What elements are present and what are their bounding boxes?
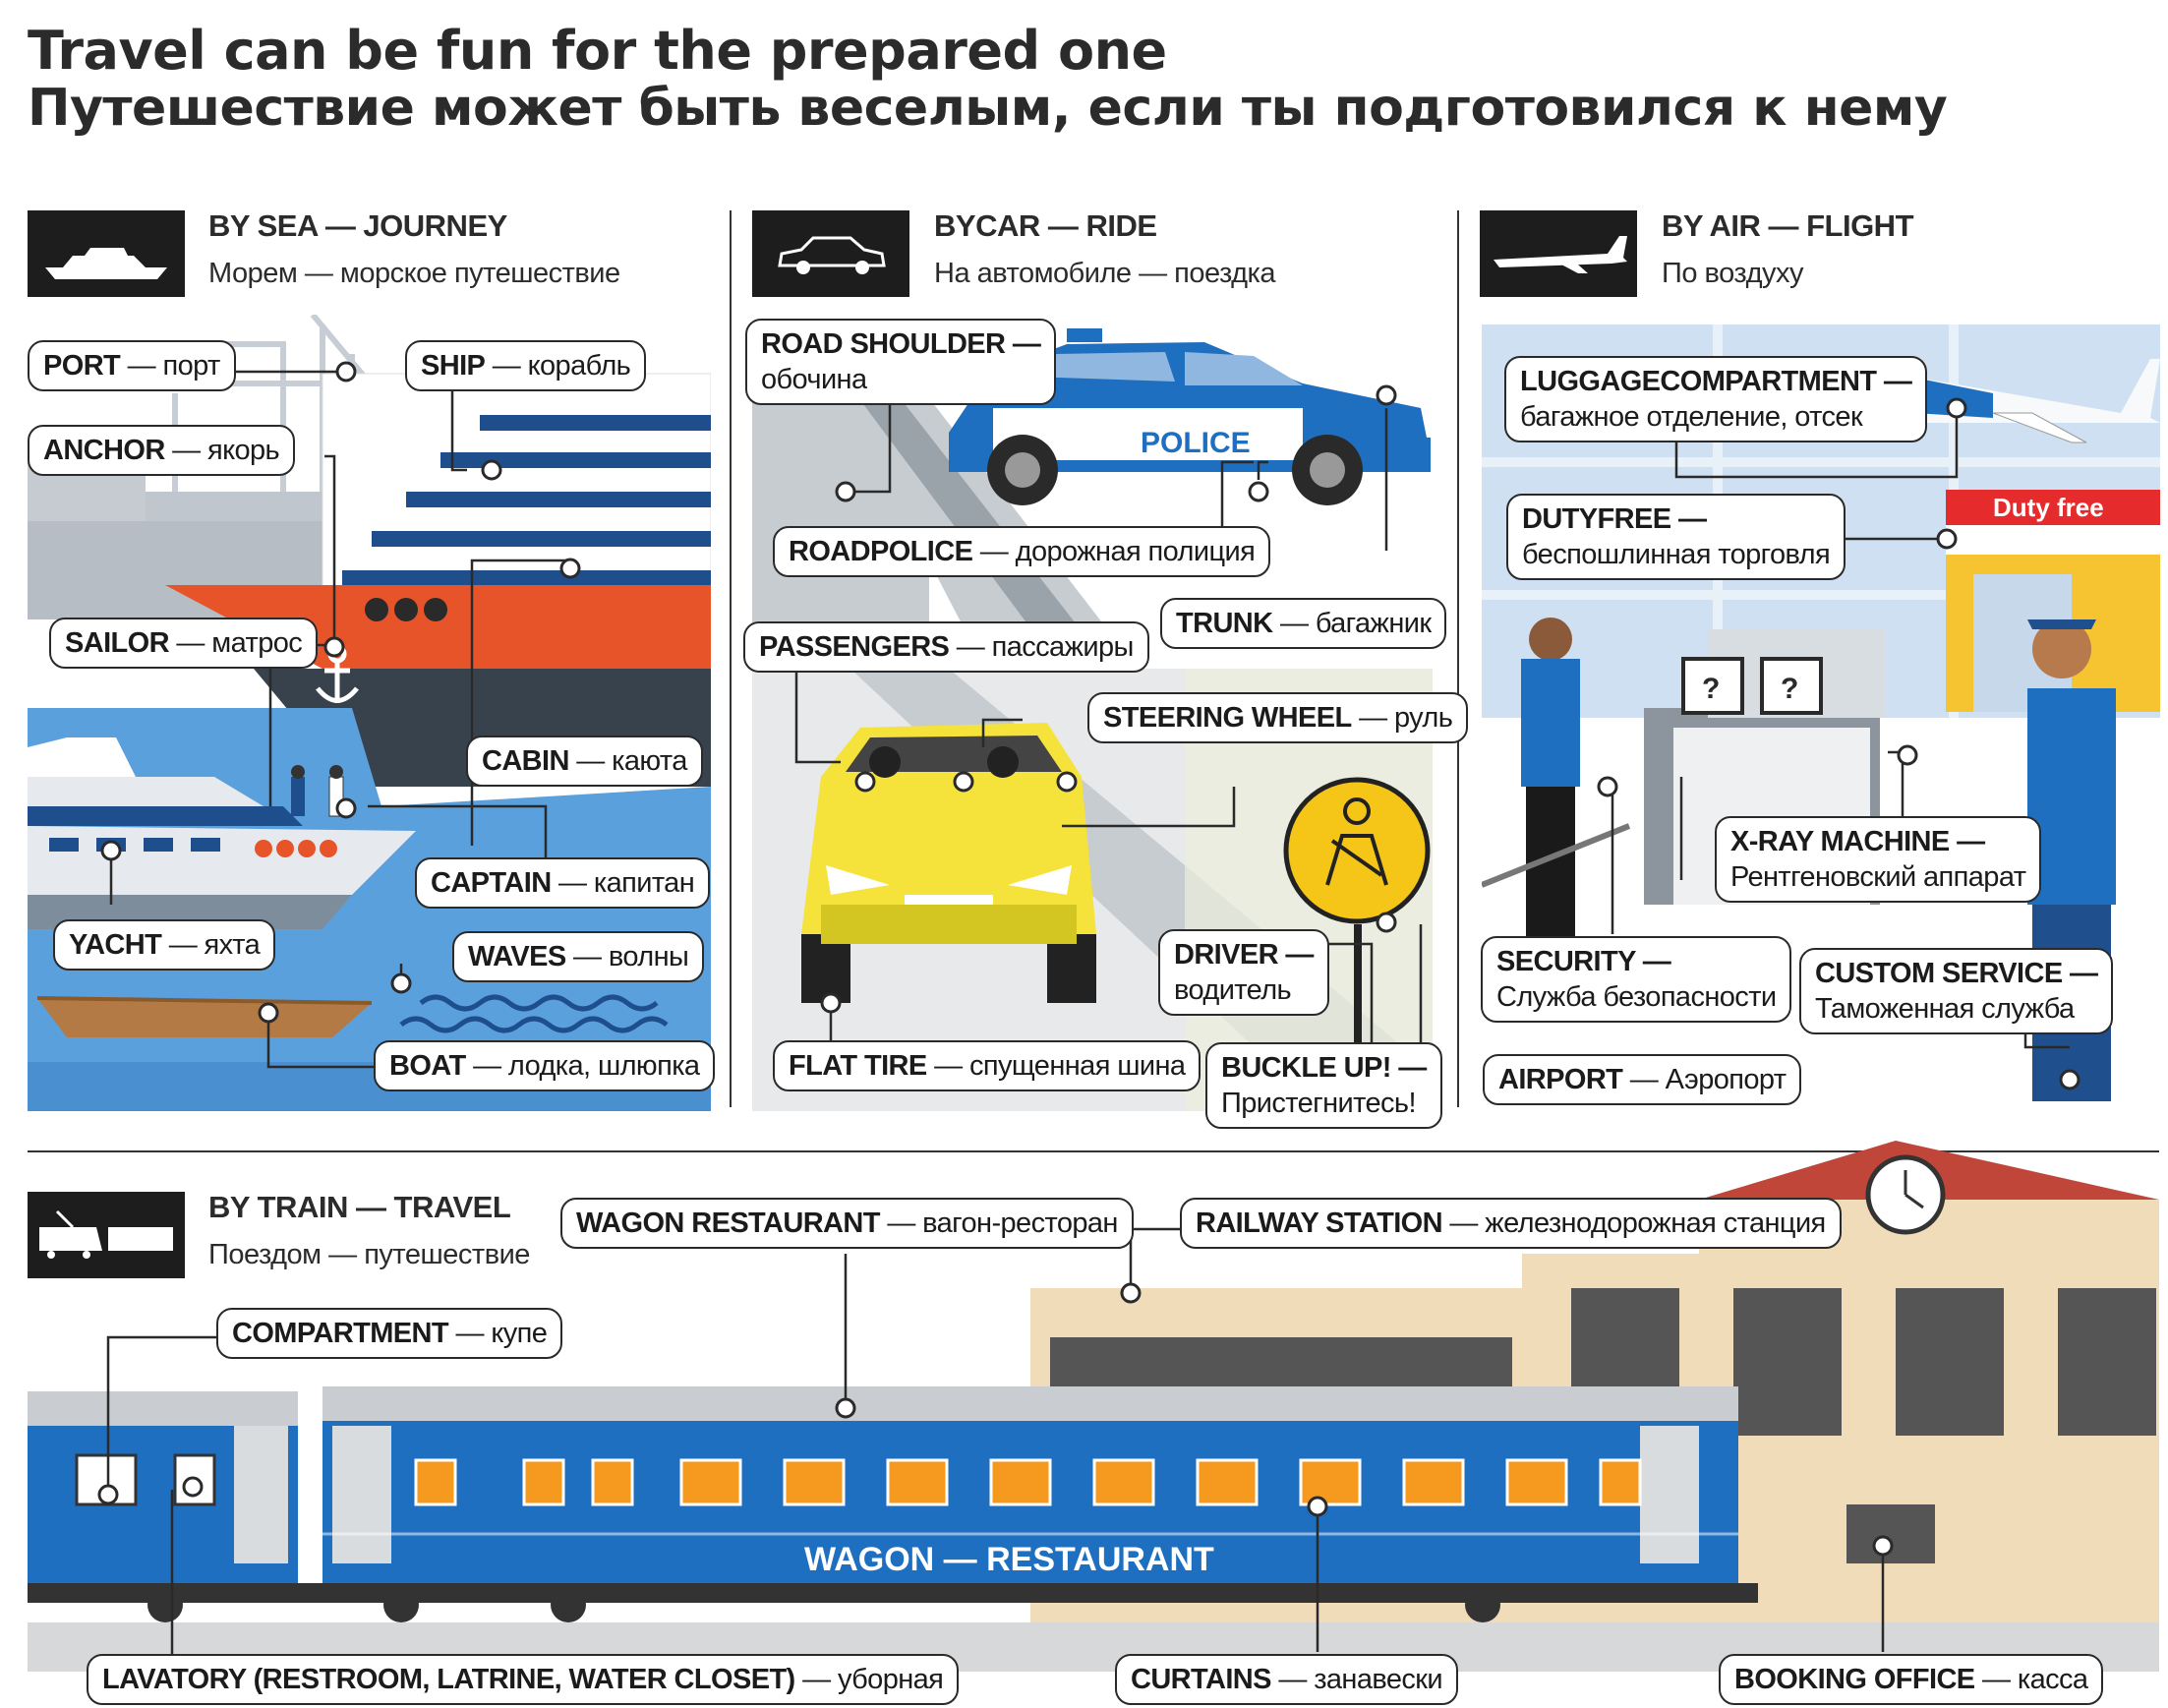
title-en: Travel can be fun for the prepared one: [28, 20, 1167, 82]
dutyfree-sign: Duty free: [1993, 493, 2104, 522]
label-flat-tire: FLAT TIRE — спущенная шина: [773, 1040, 1201, 1091]
divider-car-air: [1457, 210, 1459, 1107]
label-ship: SHIP — корабль: [405, 340, 647, 391]
train-section-icon: [28, 1192, 185, 1278]
label-cabin: CABIN — каюта: [466, 736, 703, 787]
svg-text:?: ?: [1781, 673, 1798, 705]
car-section-icon: [752, 210, 909, 297]
label-luggage-compartment: LUGGAGECOMPARTMENT —багажное отделение, …: [1504, 356, 1928, 442]
title-ru: Путешествие может быть веселым, если ты …: [28, 79, 1948, 138]
sea-section-subtitle: Морем — морское путешествие: [208, 258, 620, 289]
train-section-title: BY TRAIN — TRAVEL: [208, 1190, 511, 1224]
sea-section-title: BY SEA — JOURNEY: [208, 208, 507, 243]
plane-icon: [1494, 236, 1627, 273]
custom-officer: [2027, 619, 2116, 1101]
label-railway-station: RAILWAY STATION — железнодорожная станци…: [1180, 1198, 1842, 1249]
yellow-car: [801, 723, 1096, 1003]
label-steering-wheel: STEERING WHEEL — руль: [1087, 692, 1469, 743]
air-section-title: BY AIR — FLIGHT: [1662, 208, 1914, 243]
label-xray: X-RAY MACHINE —Рентгеновский аппарат: [1715, 816, 2042, 903]
car-section-subtitle: На автомобиле — поездка: [934, 258, 1276, 289]
police-text: POLICE: [1141, 427, 1251, 459]
car-section-title: BYCAR — RIDE: [934, 208, 1157, 243]
label-yacht: YACHT — яхта: [53, 919, 276, 971]
label-road-shoulder: ROAD SHOULDER —обочина: [745, 319, 1057, 405]
divider-sea-car: [730, 210, 732, 1107]
label-waves: WAVES — волны: [452, 931, 705, 982]
ship-icon: [45, 248, 167, 279]
ship-section-icon: [28, 210, 185, 297]
air-section-subtitle: По воздуху: [1662, 258, 1804, 289]
car-icon: [778, 236, 886, 274]
plane-section-icon: [1480, 210, 1637, 297]
label-port: PORT — порт: [28, 340, 236, 391]
train-section-subtitle: Поездом — путешествие: [208, 1239, 530, 1270]
label-curtains: CURTAINS — занавески: [1115, 1654, 1458, 1705]
label-dutyfree: DUTYFREE —беспошлинная торговля: [1506, 494, 1846, 580]
label-captain: CAPTAIN — капитан: [415, 857, 711, 909]
svg-text:?: ?: [1702, 673, 1720, 705]
label-trunk: TRUNK — багажник: [1160, 598, 1447, 649]
wagon-sign: WAGON — RESTAURANT: [804, 1541, 1214, 1578]
label-lavatory: LAVATORY (RESTROOM, LATRINE, WATER CLOSE…: [87, 1654, 960, 1705]
train-icon: [39, 1209, 173, 1259]
label-passengers: PASSENGERS — пассажиры: [743, 621, 1149, 673]
label-buckle-up: BUCKLE UP! —Пристегнитесь!: [1205, 1042, 1442, 1129]
label-compartment: COMPARTMENT — купе: [216, 1308, 563, 1359]
label-security: SECURITY —Служба безопасности: [1481, 936, 1792, 1023]
label-sailor: SAILOR — матрос: [49, 618, 319, 669]
label-wagon-restaurant: WAGON RESTAURANT — вагон-ресторан: [560, 1198, 1134, 1249]
air-leader-lines: [1597, 397, 2080, 1090]
train-illustration: WAGON — RESTAURANT: [28, 1141, 2159, 1672]
divider-train: [28, 1150, 2159, 1152]
label-driver: DRIVER —водитель: [1158, 929, 1329, 1016]
label-boat: BOAT — лодка, шлюпка: [374, 1040, 716, 1091]
label-custom-service: CUSTOM SERVICE —Таможенная служба: [1799, 948, 2114, 1034]
label-anchor: ANCHOR — якорь: [28, 425, 296, 476]
label-roadpolice: ROADPOLICE — дорожная полиция: [773, 526, 1271, 577]
label-airport: AIRPORT — Аэропорт: [1483, 1054, 1802, 1105]
label-booking-office: BOOKING OFFICE — касса: [1719, 1654, 2104, 1705]
police-car: POLICE: [949, 328, 1431, 505]
